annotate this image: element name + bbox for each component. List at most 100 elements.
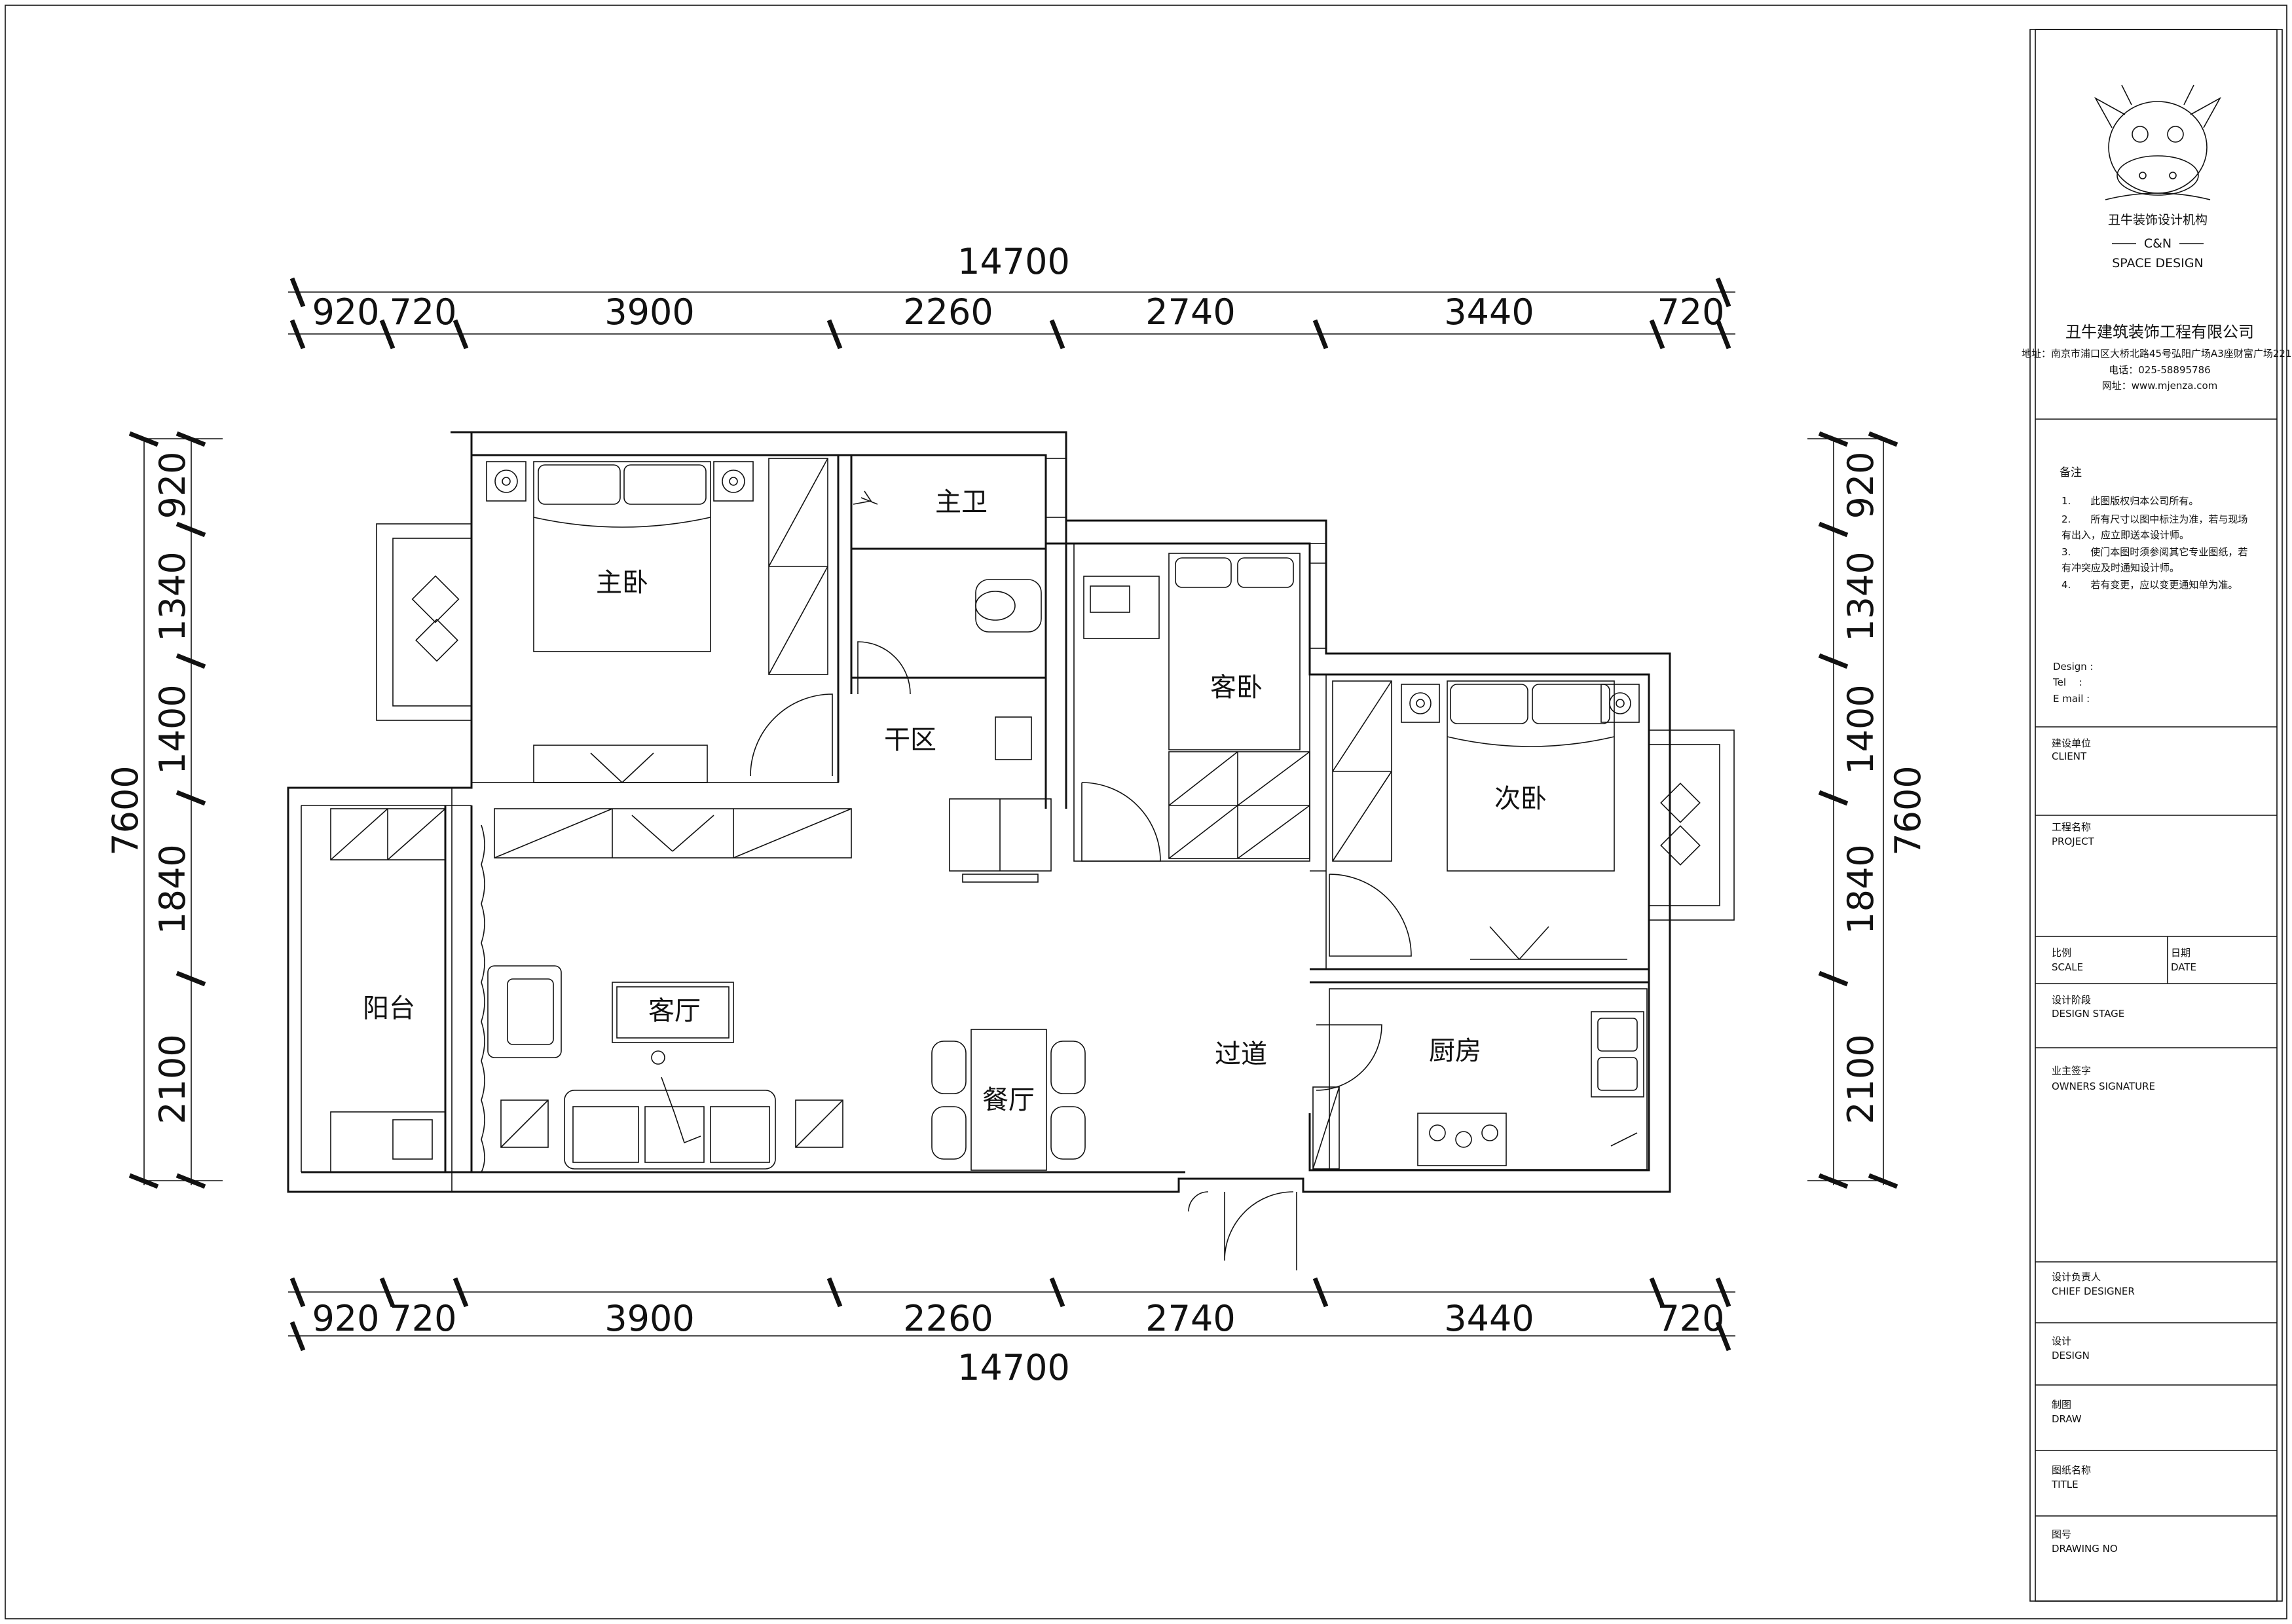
dining-table bbox=[970, 1029, 1047, 1171]
bottom-dim-5: 2740 bbox=[1145, 1298, 1235, 1339]
company-name: 丑牛建筑装饰工程有限公司 bbox=[2065, 323, 2254, 341]
designer-en: DESIGN bbox=[2052, 1350, 2090, 1361]
logo-en-2: SPACE DESIGN bbox=[2112, 256, 2204, 270]
left-dim-1: 920 bbox=[152, 451, 193, 519]
top-ticks bbox=[289, 277, 1731, 350]
tel-label: Tel : bbox=[2052, 676, 2082, 688]
washbasin bbox=[995, 716, 1032, 760]
top-dim-3: 3900 bbox=[604, 291, 694, 333]
right-dim-1: 920 bbox=[1840, 451, 1881, 519]
sofa bbox=[564, 1090, 776, 1170]
top-dimensions: 14700 920 720 3900 2260 2740 3440 720 bbox=[288, 241, 1735, 350]
owner-en: OWNERS SIGNATURE bbox=[2052, 1080, 2155, 1092]
shower-icon bbox=[853, 490, 878, 505]
figure bbox=[661, 1077, 701, 1144]
title-en: TITLE bbox=[2051, 1479, 2079, 1490]
bottom-total-width: 14700 bbox=[957, 1347, 1070, 1388]
left-dim-2: 1340 bbox=[152, 551, 193, 641]
bottom-dim-6: 3440 bbox=[1444, 1298, 1534, 1339]
scale-cn: 比例 bbox=[2052, 947, 2071, 959]
draw-en: DRAW bbox=[2052, 1413, 2082, 1425]
room-master-bedroom: 主卧 bbox=[596, 568, 648, 598]
left-ticks bbox=[128, 431, 206, 1189]
notes-title: 备注 bbox=[2060, 466, 2082, 479]
top-dim-1: 920 bbox=[312, 291, 379, 333]
guest-desk-chair bbox=[1083, 576, 1160, 639]
bottom-dim-1: 920 bbox=[312, 1298, 379, 1339]
top-dim-5: 2740 bbox=[1145, 291, 1235, 333]
sheet-border bbox=[5, 5, 2287, 1619]
room-balcony: 阳台 bbox=[363, 993, 415, 1024]
coffee-table bbox=[612, 982, 734, 1043]
email-label: E mail : bbox=[2053, 693, 2090, 705]
date-cn: 日期 bbox=[2171, 947, 2190, 959]
company-address: 地址：南京市浦口区大桥北路45号弘阳广场A3座财富广场2216 bbox=[2022, 348, 2292, 360]
room-labels: 主卧 主卫 干区 客卧 次卧 阳台 客厅 餐厅 过道 厨房 bbox=[363, 487, 1547, 1115]
stage-en: DESIGN STAGE bbox=[2052, 1008, 2124, 1020]
right-dim-2: 1340 bbox=[1840, 551, 1881, 641]
washing-machine bbox=[330, 1111, 446, 1173]
logo-cn: 丑牛装饰设计机构 bbox=[2108, 213, 2208, 227]
left-total-height: 7600 bbox=[105, 766, 146, 855]
second-bed bbox=[1447, 680, 1615, 872]
design-label: Design : bbox=[2053, 661, 2094, 673]
room-second-bedroom: 次卧 bbox=[1494, 784, 1547, 814]
bottom-dim-2: 720 bbox=[389, 1298, 456, 1339]
right-dimensions: 920 1340 1400 1840 2100 7600 bbox=[1807, 431, 1929, 1189]
top-dim-7: 720 bbox=[1657, 291, 1724, 333]
room-guest-bedroom: 客卧 bbox=[1210, 673, 1263, 703]
chief-en: CHIEF DESIGNER bbox=[2052, 1285, 2135, 1297]
furniture bbox=[330, 461, 1701, 1270]
left-dimensions: 7600 920 1340 1400 1840 2100 bbox=[105, 431, 223, 1189]
armchair bbox=[487, 965, 562, 1058]
note-6: 4. 若有变更，应以变更通知单为准。 bbox=[2061, 579, 2238, 591]
right-ticks bbox=[1818, 431, 1898, 1189]
client-en: CLIENT bbox=[2052, 750, 2087, 762]
scale-en: SCALE bbox=[2052, 961, 2083, 973]
entrance-door bbox=[1224, 1191, 1294, 1261]
guest-bed bbox=[1168, 553, 1301, 750]
bottom-dimensions: 920 720 3900 2260 2740 3440 720 14700 bbox=[288, 1277, 1735, 1388]
room-master-bath: 主卫 bbox=[935, 487, 988, 517]
note-2: 2. 所有尺寸以图中标注为准，若与现场 bbox=[2061, 513, 2247, 525]
note-5: 有冲突应及时通知设计师。 bbox=[2061, 562, 2179, 574]
top-dim-6: 3440 bbox=[1444, 291, 1534, 333]
master-tv-cabinet bbox=[533, 745, 708, 783]
note-3: 有出入，应立即送本设计师。 bbox=[2061, 529, 2189, 541]
curtain bbox=[481, 824, 485, 1173]
cow-logo-icon bbox=[2094, 84, 2222, 200]
bottom-dim-3: 3900 bbox=[604, 1298, 694, 1339]
stove bbox=[1417, 1113, 1507, 1166]
note-4: 3. 使门本图时须参阅其它专业图纸，若 bbox=[2061, 546, 2247, 558]
living-cabinet bbox=[494, 808, 852, 858]
project-cn: 工程名称 bbox=[2052, 821, 2091, 833]
left-dim-4: 1840 bbox=[152, 844, 193, 934]
project-en: PROJECT bbox=[2052, 836, 2095, 847]
owner-cn: 业主签字 bbox=[2052, 1065, 2091, 1077]
title-block: 丑牛装饰设计机构 C&N SPACE DESIGN 丑牛建筑装饰工程有限公司 地… bbox=[2022, 29, 2292, 1602]
bottom-dim-7: 720 bbox=[1657, 1298, 1724, 1339]
bottom-dim-4: 2260 bbox=[903, 1298, 993, 1339]
top-total-width: 14700 bbox=[957, 241, 1070, 282]
right-dim-3: 1400 bbox=[1840, 684, 1881, 774]
note-1: 1. 此图版权归本公司所有。 bbox=[2061, 495, 2198, 507]
room-dining: 餐厅 bbox=[982, 1085, 1035, 1115]
room-dry-area: 干区 bbox=[884, 725, 936, 755]
walls bbox=[287, 431, 1735, 1193]
right-total-height: 7600 bbox=[1887, 766, 1929, 855]
drawingno-en: DRAWING NO bbox=[2052, 1543, 2118, 1555]
client-cn: 建设单位 bbox=[2052, 737, 2091, 749]
stage-cn: 设计阶段 bbox=[2052, 994, 2091, 1006]
kitchen-sink bbox=[1591, 1011, 1644, 1098]
bottom-ticks bbox=[289, 1277, 1731, 1352]
right-dim-4: 1840 bbox=[1840, 844, 1881, 934]
title-cn: 图纸名称 bbox=[2052, 1464, 2091, 1476]
master-bed bbox=[533, 461, 711, 652]
chief-cn: 设计负责人 bbox=[2052, 1271, 2101, 1283]
company-website: 网址：www.mjenza.com bbox=[2102, 380, 2218, 392]
left-dim-3: 1400 bbox=[152, 684, 193, 774]
designer-cn: 设计 bbox=[2052, 1335, 2071, 1347]
room-corridor: 过道 bbox=[1215, 1039, 1267, 1069]
top-dim-4: 2260 bbox=[903, 291, 993, 333]
logo-en-1: C&N bbox=[2144, 236, 2172, 251]
